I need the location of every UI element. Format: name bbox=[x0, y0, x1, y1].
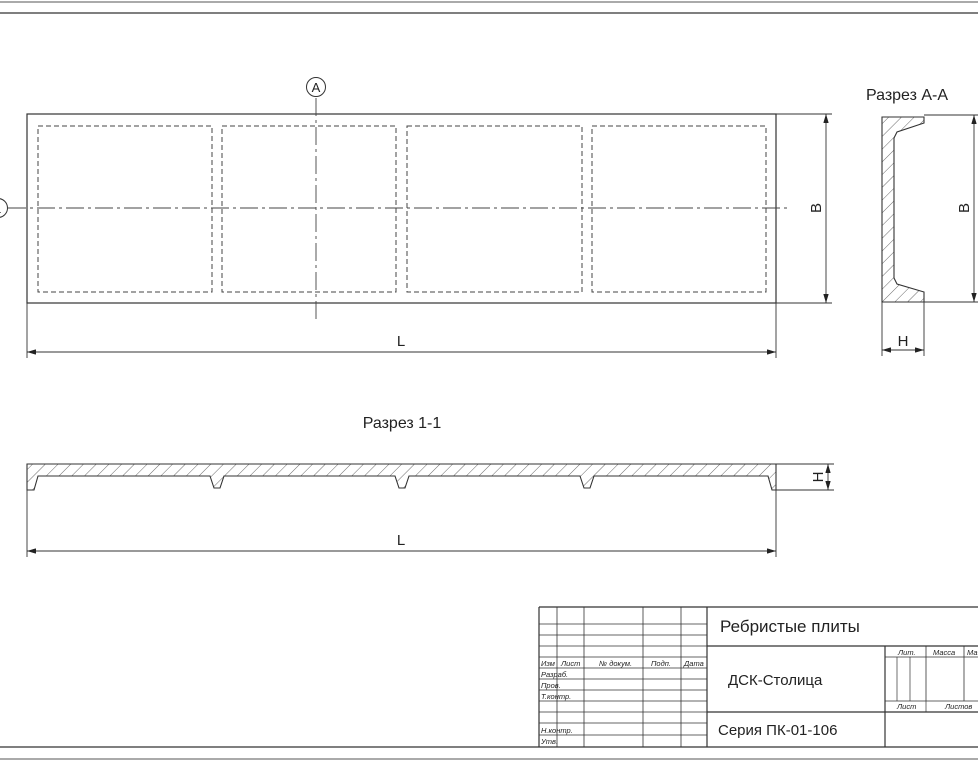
tb-scale-label: Ма bbox=[967, 648, 978, 657]
plan-dimension-length-label: L bbox=[397, 333, 405, 350]
section-aa-dimension-height bbox=[881, 302, 925, 356]
section-marker-a bbox=[306, 77, 326, 97]
section-aa-title: Разрез А-А bbox=[866, 87, 948, 104]
tb-role-developer: Разраб. bbox=[541, 670, 568, 679]
tb-header-sign: Подп. bbox=[651, 659, 671, 668]
section-aa-dimension-width-label: B bbox=[956, 203, 973, 213]
section-11-dimension-length bbox=[26, 490, 777, 557]
tb-role-tech-control: Т.контр. bbox=[541, 692, 571, 701]
tb-role-approved: Утв. bbox=[540, 737, 558, 746]
section-aa-dimension-height-label: H bbox=[898, 333, 909, 350]
tb-header-date: Дата bbox=[683, 659, 704, 668]
tb-mass-label: Масса bbox=[933, 648, 955, 657]
section-11-dimension-length-label: L bbox=[397, 532, 405, 549]
section-marker-1-label: 1 bbox=[0, 202, 2, 216]
tb-sheet-label: Лист bbox=[896, 702, 916, 711]
tb-role-norm-control: Н.контр. bbox=[541, 726, 573, 735]
section-aa-dimension-width bbox=[924, 114, 978, 303]
tb-header-izm: Изм bbox=[541, 659, 555, 668]
section-11: Разрез 1-1 L H bbox=[26, 415, 834, 557]
tb-organization: ДСК-Столица bbox=[728, 672, 823, 689]
section-11-dimension-height-label: H bbox=[810, 472, 827, 483]
tb-header-doc-no: № докум. bbox=[599, 659, 632, 668]
section-aa: Разрез А-А B H bbox=[866, 87, 978, 356]
plan-hidden-ribs bbox=[37, 125, 767, 293]
plan-dimension-length bbox=[26, 303, 777, 358]
section-marker-1 bbox=[0, 198, 8, 218]
section-11-title: Разрез 1-1 bbox=[363, 415, 442, 432]
tb-lit-label: Лит. bbox=[897, 648, 916, 657]
section-marker-a-label: A bbox=[312, 80, 321, 95]
plan-dimension-width bbox=[776, 113, 832, 304]
tb-sheets-label: Листов bbox=[944, 702, 972, 711]
tb-header-list: Лист bbox=[560, 659, 580, 668]
section-aa-profile bbox=[881, 116, 925, 303]
plan-dimension-width-label: B bbox=[808, 203, 825, 213]
tb-series: Серия ПК-01-106 bbox=[718, 722, 837, 739]
plan-view: A 1 L B bbox=[0, 77, 832, 358]
title-block: Изм Лист № докум. Подп. Дата Разраб. Про… bbox=[538, 606, 978, 747]
tb-drawing-title: Ребристые плиты bbox=[720, 617, 860, 636]
section-11-profile bbox=[26, 463, 777, 491]
tb-role-checker: Пров. bbox=[541, 681, 561, 690]
section-11-dimension-height bbox=[776, 463, 834, 491]
